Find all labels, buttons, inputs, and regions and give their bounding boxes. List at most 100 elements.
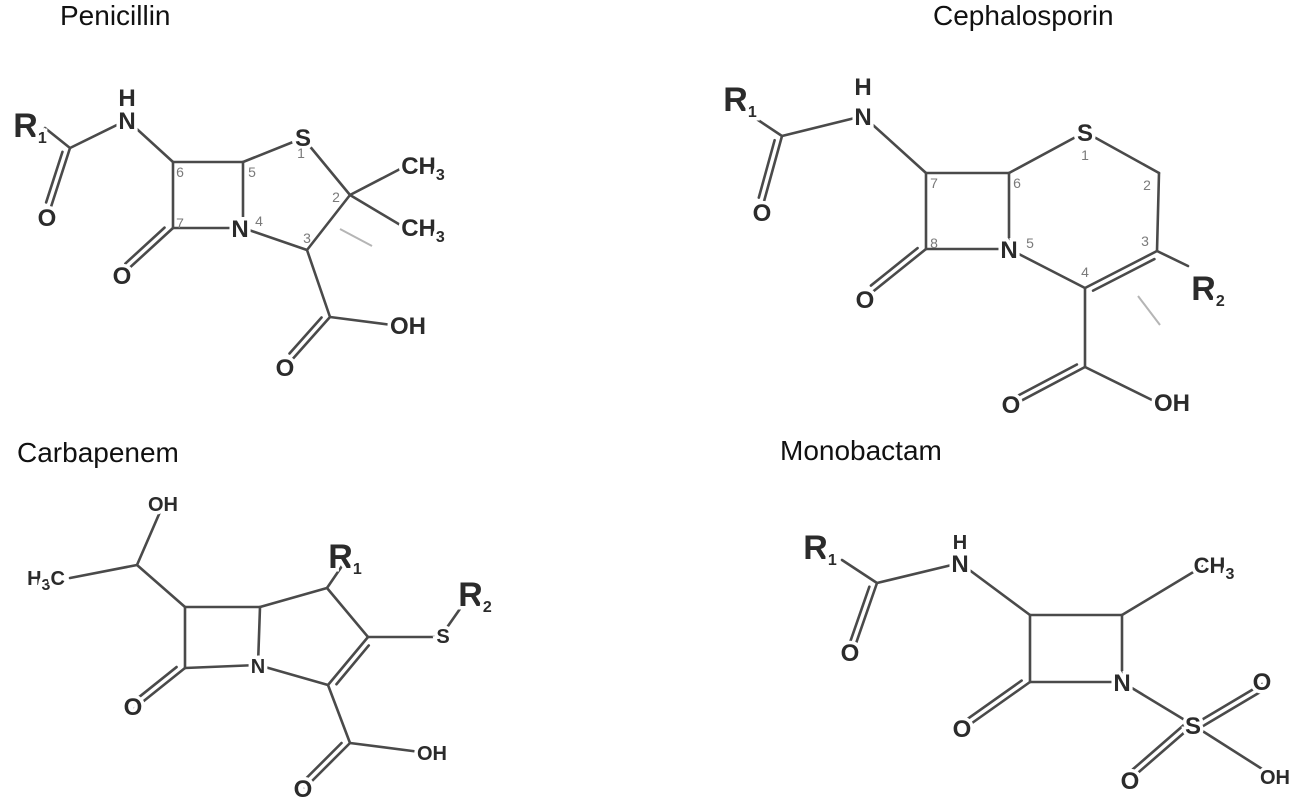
bond xyxy=(840,558,879,585)
bond xyxy=(303,741,343,781)
ring-number: 7 xyxy=(176,215,184,231)
r2-label: R2 xyxy=(458,576,492,616)
h3c-label: H3C xyxy=(27,568,65,594)
bond xyxy=(1191,682,1264,727)
r2-label: R2 xyxy=(1191,270,1225,310)
bond xyxy=(241,136,305,164)
bond xyxy=(325,586,370,639)
bond xyxy=(1013,365,1087,406)
bond xyxy=(1120,680,1195,727)
title-carbapenem: Carbapenem xyxy=(17,437,179,468)
atom-o: O xyxy=(753,200,772,227)
bond xyxy=(1091,257,1156,292)
bond xyxy=(851,581,879,654)
bond xyxy=(1191,723,1272,776)
ring-number: 3 xyxy=(303,230,311,246)
ring-number: 3 xyxy=(1141,233,1149,249)
atom-n: N xyxy=(231,216,248,243)
ring-number: 7 xyxy=(930,175,938,191)
arrow-icon xyxy=(1137,295,1161,326)
atom-n: N xyxy=(951,551,968,578)
bond xyxy=(1199,690,1262,729)
title-monobactam: Monobactam xyxy=(780,435,942,466)
bond xyxy=(861,114,928,175)
bond xyxy=(133,666,187,710)
bond xyxy=(135,503,165,567)
bond xyxy=(303,741,352,790)
bond xyxy=(288,315,332,364)
bond xyxy=(135,563,187,609)
atom-s: S xyxy=(295,125,311,152)
r1-label: R1 xyxy=(328,538,362,578)
bond xyxy=(68,118,129,150)
atom-o: O xyxy=(1121,768,1140,795)
bond xyxy=(1007,247,1087,290)
bond xyxy=(335,644,371,686)
atom-n: N xyxy=(1000,237,1017,264)
bond xyxy=(326,683,352,745)
atom-n: N xyxy=(251,656,265,678)
atom-n: N xyxy=(118,108,135,135)
bond xyxy=(256,605,262,667)
bond xyxy=(1130,723,1195,780)
ring-number: 5 xyxy=(1026,235,1034,251)
bond xyxy=(757,138,776,199)
atom-s: S xyxy=(1185,713,1201,740)
title-cephalosporin: Cephalosporin xyxy=(933,0,1114,31)
ring-number: 2 xyxy=(1143,177,1151,193)
atom-oh: OH xyxy=(148,494,178,516)
bond xyxy=(1155,249,1190,268)
bond xyxy=(761,134,784,207)
atom-o: O xyxy=(113,263,132,290)
atom-o: O xyxy=(38,205,57,232)
bond xyxy=(446,604,464,628)
bond xyxy=(1083,249,1159,290)
atom-o: O xyxy=(1002,392,1021,419)
bond xyxy=(44,150,64,204)
ring-number: 8 xyxy=(930,235,938,251)
atom-oh: OH xyxy=(1260,767,1290,789)
atom-n: N xyxy=(854,104,871,131)
bond xyxy=(753,116,784,138)
ring-number: 2 xyxy=(332,189,340,205)
atom-oh: OH xyxy=(417,743,447,765)
ring-number: 6 xyxy=(1013,175,1021,191)
r1-label: R1 xyxy=(13,107,47,147)
bond xyxy=(958,561,1032,617)
bond xyxy=(325,564,344,590)
bond xyxy=(1016,363,1079,398)
ring-number: 5 xyxy=(248,164,256,180)
carbapenem-structure: OH H3C R1 S R2 N O O OH xyxy=(24,491,496,807)
bond xyxy=(326,635,370,687)
monobactam-structure: R1 H N O CH3 N O S O O OH xyxy=(800,526,1294,799)
atom-o: O xyxy=(953,716,972,743)
bond xyxy=(1120,563,1207,617)
atom-o: O xyxy=(841,640,860,667)
bond xyxy=(1083,365,1154,402)
bond xyxy=(48,146,72,212)
bond xyxy=(258,586,329,609)
bond xyxy=(848,585,871,646)
bond xyxy=(301,136,352,197)
ring-number: 4 xyxy=(1081,264,1089,280)
bond xyxy=(124,226,166,265)
bond xyxy=(1131,723,1186,771)
bond xyxy=(348,166,404,197)
bond xyxy=(965,679,1023,721)
atom-o: O xyxy=(1253,669,1272,696)
bond xyxy=(68,563,139,580)
bond xyxy=(348,741,422,754)
bond xyxy=(134,665,178,701)
bond xyxy=(288,316,323,355)
bond xyxy=(305,193,352,252)
bond xyxy=(305,248,332,319)
bond xyxy=(868,247,928,296)
atom-s: S xyxy=(1077,120,1093,147)
atom-h: H xyxy=(953,532,967,554)
arrow-icon xyxy=(339,228,373,247)
ring-number: 1 xyxy=(297,145,305,161)
atom-o: O xyxy=(276,355,295,382)
atom-h: H xyxy=(118,85,135,112)
bonds xyxy=(43,114,1272,790)
